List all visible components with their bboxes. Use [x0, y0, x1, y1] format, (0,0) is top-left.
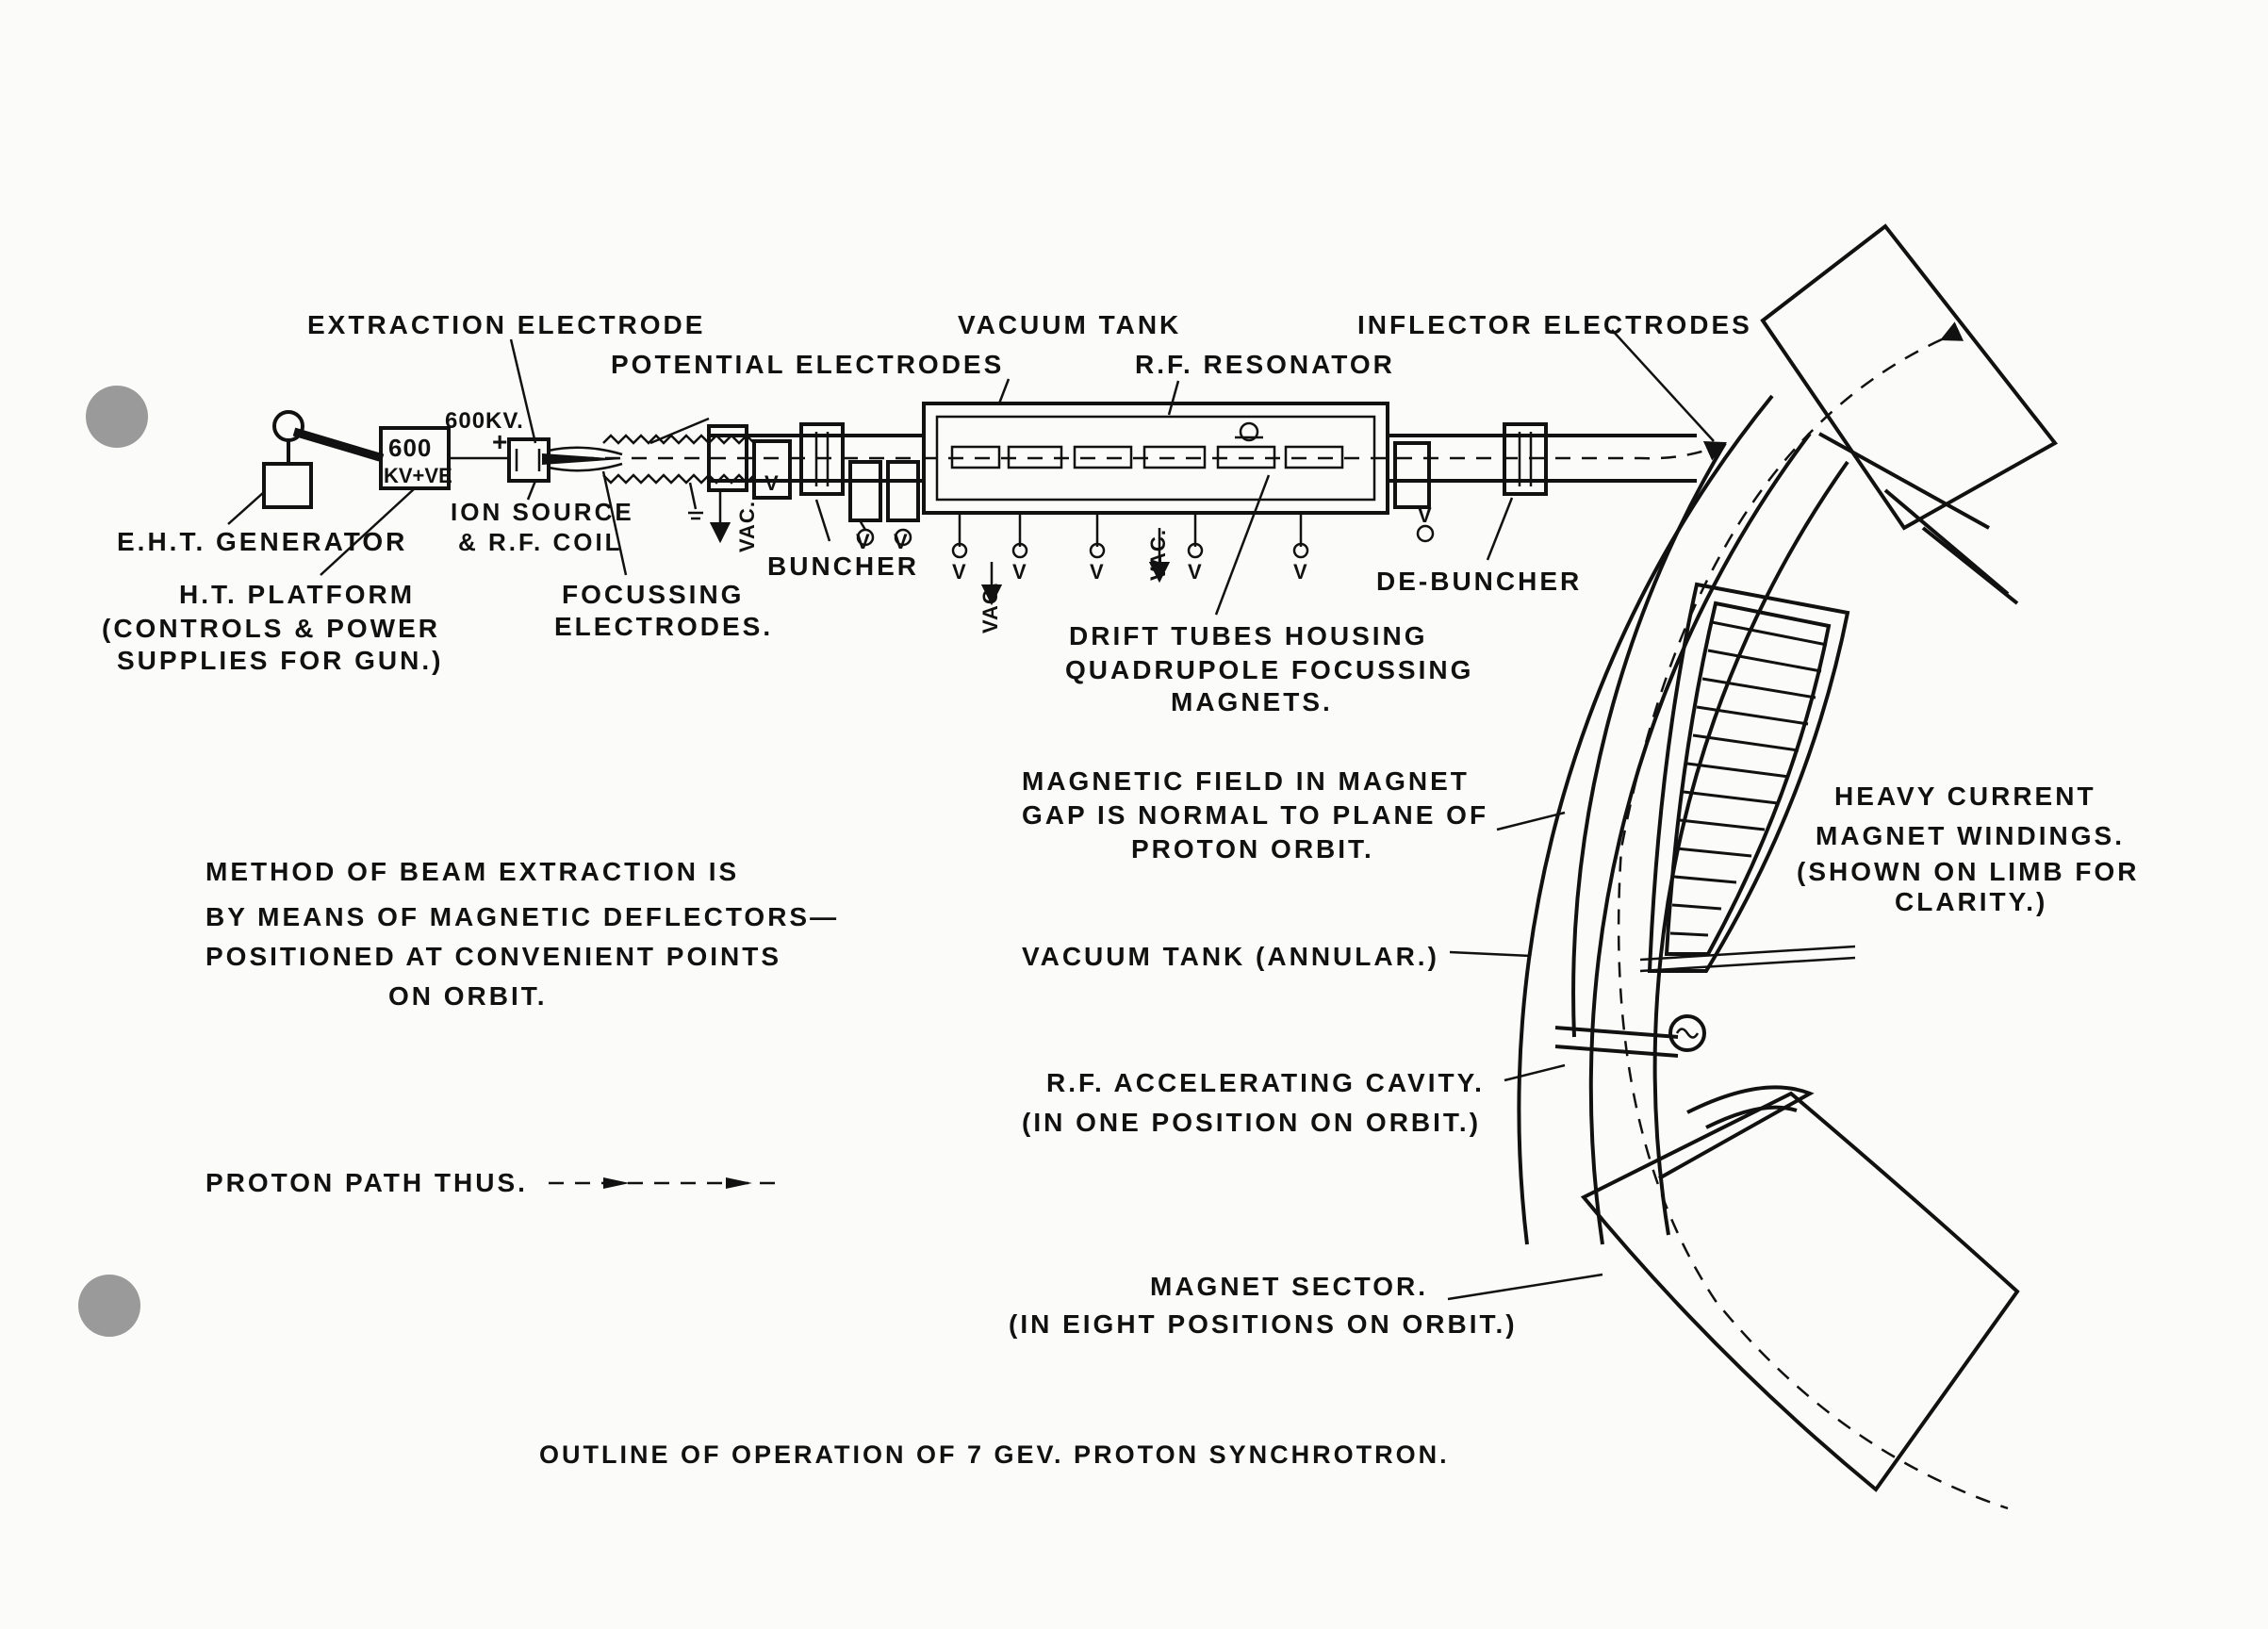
label-plus: + — [492, 427, 510, 456]
label-valve-7: V — [1293, 560, 1310, 584]
punch-hole-bottom — [78, 1275, 140, 1337]
label-ht-platform: H.T. PLATFORM — [179, 580, 415, 609]
synchrotron-ring — [1517, 321, 2009, 1510]
leader-lines — [227, 329, 1715, 1301]
label-valve-5: V — [1090, 560, 1107, 584]
punch-hole-top — [86, 386, 148, 448]
beam-pipe-transfer — [1388, 422, 1697, 543]
label-valve-3: V — [952, 560, 969, 584]
label-valve-2: V — [894, 530, 911, 553]
label-heavy-current-4: CLARITY.) — [1895, 887, 2047, 916]
label-eht-generator: E.H.T. GENERATOR — [117, 527, 407, 556]
magnet-windings — [1639, 582, 1856, 973]
label-buncher: BUNCHER — [767, 551, 919, 581]
label-magnets: MAGNETS. — [1171, 687, 1333, 716]
label-magnetic-field-3: PROTON ORBIT. — [1131, 834, 1374, 864]
label-inflector-electrodes: INFLECTOR ELECTRODES — [1357, 310, 1752, 339]
label-magnetic-field-2: GAP IS NORMAL TO PLANE OF — [1022, 800, 1488, 830]
svg-text:V: V — [764, 471, 781, 495]
label-ion-source: ION SOURCE — [451, 498, 634, 526]
label-method: METHOD OF BEAM EXTRACTION IS — [205, 857, 739, 886]
label-heavy-current-2: MAGNET WINDINGS. — [1816, 821, 2125, 850]
proton-path-injector — [552, 441, 1728, 461]
tank-valves — [951, 513, 1309, 559]
label-de-buncher: DE-BUNCHER — [1376, 567, 1582, 596]
label-extraction-electrode: EXTRACTION ELECTRODE — [307, 310, 705, 339]
diagram-title: OUTLINE OF OPERATION OF 7 GEV. PROTON SY… — [539, 1440, 1450, 1469]
label-ht-platform-3: SUPPLIES FOR GUN.) — [117, 646, 443, 675]
label-proton-path: PROTON PATH THUS. — [205, 1168, 528, 1197]
label-rf-resonator: R.F. RESONATOR — [1135, 350, 1395, 379]
beam-pipe-injector: V — [707, 422, 924, 547]
label-vac-1: VAC. — [735, 501, 759, 552]
label-drift-tubes: DRIFT TUBES HOUSING — [1069, 621, 1428, 650]
label-valve-8: V — [1418, 503, 1435, 527]
label-ht-platform-2: (CONTROLS & POWER — [102, 614, 440, 643]
svg-text:600: 600 — [388, 434, 432, 462]
label-method-2: BY MEANS OF MAGNETIC DEFLECTORS— — [205, 902, 839, 931]
label-magnet-sector: MAGNET SECTOR. — [1150, 1272, 1428, 1301]
magnet-sector-top — [1760, 223, 2059, 605]
label-valve-4: V — [1012, 560, 1029, 584]
label-quadrupole: QUADRUPOLE FOCUSSING — [1065, 655, 1473, 684]
eht-generator — [262, 410, 385, 509]
label-rf-coil: & R.F. COIL — [458, 528, 623, 556]
label-focussing: FOCUSSING — [562, 580, 744, 609]
label-method-3: POSITIONED AT CONVENIENT POINTS — [205, 942, 781, 971]
label-valve-6: V — [1188, 560, 1205, 584]
label-vac-3: VAC. — [1146, 529, 1170, 581]
label-valve-1: V — [856, 530, 873, 553]
label-heavy-current-3: (SHOWN ON LIMB FOR — [1797, 857, 2140, 886]
proton-orbit — [1617, 321, 2009, 1510]
label-rf-cavity: R.F. ACCELERATING CAVITY. — [1046, 1068, 1485, 1097]
label-focussing-electrodes: ELECTRODES. — [554, 612, 773, 641]
label-rf-cavity-2: (IN ONE POSITION ON ORBIT.) — [1022, 1108, 1481, 1137]
label-magnetic-field: MAGNETIC FIELD IN MAGNET — [1022, 766, 1470, 796]
label-vacuum-annular: VACUUM TANK (ANNULAR.) — [1022, 942, 1439, 971]
svg-text:KV+VE: KV+VE — [384, 464, 452, 487]
label-vacuum-tank: VACUUM TANK — [958, 310, 1181, 339]
label-vac-2: VAC. — [978, 582, 1002, 634]
label-magnet-sector-2: (IN EIGHT POSITIONS ON ORBIT.) — [1009, 1309, 1518, 1339]
ht-platform-box: 600 KV+VE — [379, 426, 509, 490]
label-600kv: 600KV. — [445, 408, 524, 434]
label-heavy-current: HEAVY CURRENT — [1834, 782, 2096, 811]
magnet-sector-bottom — [1580, 1085, 2020, 1492]
label-potential-electrodes: POTENTIAL ELECTRODES — [611, 350, 1004, 379]
rf-accelerating-cavity — [1554, 1014, 1706, 1058]
label-method-4: ON ORBIT. — [388, 981, 548, 1011]
